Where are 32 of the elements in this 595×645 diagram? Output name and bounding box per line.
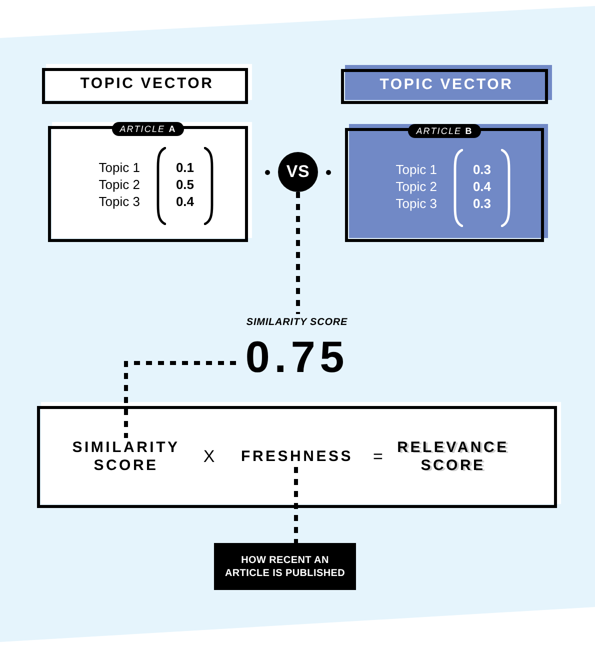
topic-label: Topic 2 — [394, 178, 437, 195]
topic-label: Topic 2 — [98, 176, 140, 193]
formula-term: FRESHNESS — [235, 447, 359, 467]
heading-text: TOPIC VECTOR — [378, 76, 514, 94]
topic-weight: 0.4 — [174, 193, 196, 210]
operator-sign: X — [202, 447, 216, 467]
formula-term: SIMILARITY SCORE — [64, 438, 188, 476]
dashed-connector — [296, 192, 300, 314]
topic-weight: 0.4 — [472, 178, 492, 195]
article-tag: ARTICLE A — [112, 122, 184, 136]
vector-card — [48, 122, 252, 242]
note-box: HOW RECENT AN ARTICLE IS PUBLISHED — [214, 543, 356, 590]
dashed-connector — [294, 467, 298, 543]
operator-sign: = — [372, 447, 384, 467]
formula-term: RELEVANCE SCORE — [391, 438, 515, 476]
formula-box — [37, 402, 561, 508]
vector-card — [345, 124, 548, 242]
topic-label: Topic 3 — [98, 193, 140, 210]
article-tag: ARTICLE B — [408, 124, 481, 138]
heading-box — [341, 65, 552, 104]
topic-weight: 0.3 — [472, 161, 492, 178]
topic-label: Topic 1 — [394, 161, 437, 178]
score-caption: SIMILARITY SCORE — [246, 317, 348, 329]
heading-box — [42, 64, 252, 104]
topic-weight: 0.5 — [174, 176, 196, 193]
topic-weight: 0.3 — [472, 195, 492, 212]
topic-label: Topic 3 — [394, 195, 437, 212]
topic-weight: 0.1 — [174, 159, 196, 176]
score-value: 0.75 — [245, 335, 349, 381]
topic-label: Topic 1 — [98, 159, 140, 176]
dashed-connector — [124, 361, 236, 438]
heading-text: TOPIC VECTOR — [79, 75, 215, 93]
